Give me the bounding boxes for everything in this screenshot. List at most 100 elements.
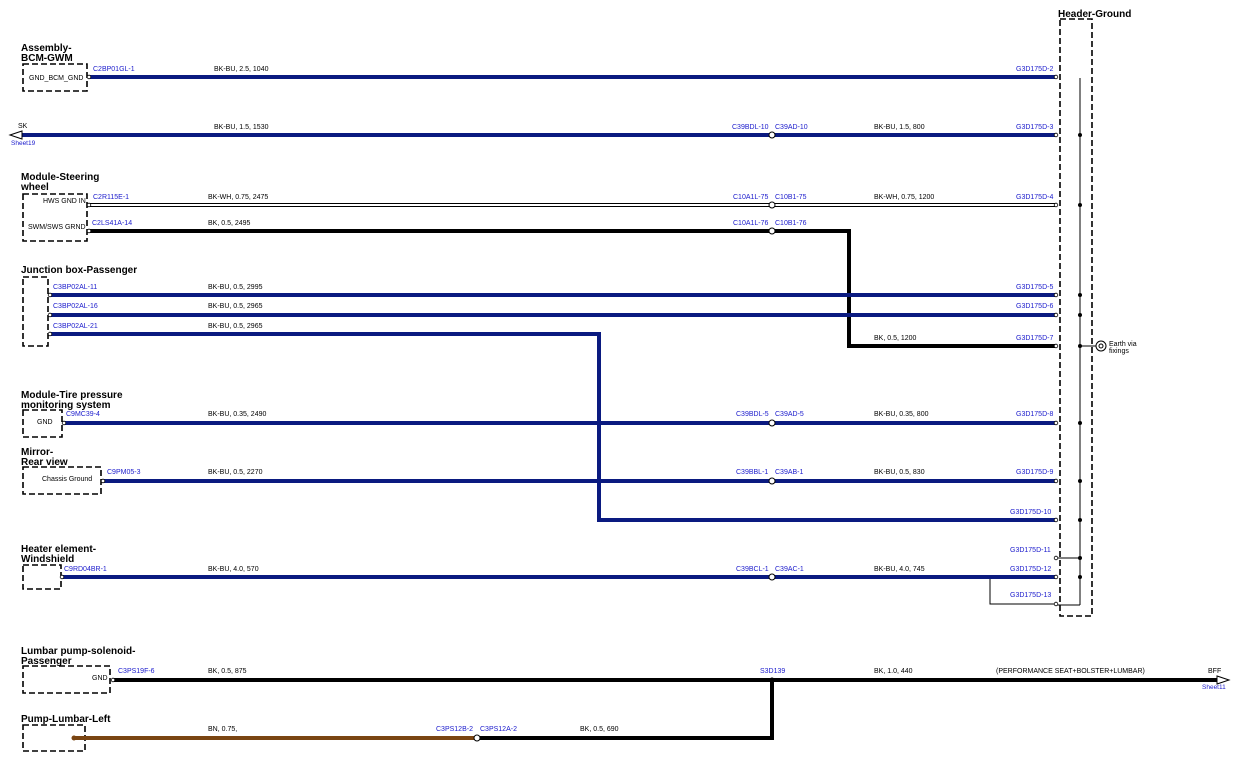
inline-pin-label: C39AB-1 xyxy=(775,469,804,476)
to-pin-label: G3D175D-13 xyxy=(1010,592,1051,599)
component-title: monitoring system xyxy=(21,400,111,411)
from-pin-label: C9MC39-4 xyxy=(66,411,100,418)
component-title: Lumbar pump-solenoid- xyxy=(21,646,135,657)
component-title: wheel xyxy=(20,182,49,193)
wire-bk xyxy=(480,680,774,740)
earth-label-2: fixings xyxy=(1109,348,1129,355)
offsheet-label: SK xyxy=(18,123,28,130)
inline-pin-label: C10A1L-76 xyxy=(733,220,769,227)
to-pin-label: G3D175D-9 xyxy=(1016,469,1053,476)
wire-spec-label: BK, 1.0, 440 xyxy=(874,668,913,675)
inline-pin-label: C39BDL-10 xyxy=(732,124,769,131)
bus-junctions xyxy=(1078,133,1082,579)
wire-note-label: (PERFORMANCE SEAT+BOLSTER+LUMBAR) xyxy=(996,668,1145,675)
splice-label: S3D139 xyxy=(760,668,785,675)
wire-spec-label: BK-WH, 0.75, 1200 xyxy=(874,194,934,201)
to-pin-label: G3D175D-6 xyxy=(1016,303,1053,310)
wire-spec-label: BK, 0.5, 690 xyxy=(580,726,619,733)
wire-spec-label: BK, 0.5, 1200 xyxy=(874,335,917,342)
wire-spec-label: BN, 0.75, xyxy=(208,726,237,733)
inline-pin-label: C10B1-75 xyxy=(775,194,807,201)
to-pin-label: G3D175D-7 xyxy=(1016,335,1053,342)
wire-bk xyxy=(775,229,1056,348)
component-title: Passenger xyxy=(21,656,72,667)
wire-spec-label: BK-BU, 0.5, 2270 xyxy=(208,469,263,476)
pin-inner-label: SWM/SWS GRND xyxy=(28,224,86,231)
to-pin-label: G3D175D-3 xyxy=(1016,124,1053,131)
wire-spec-label: BK-BU, 0.5, 2965 xyxy=(208,303,263,310)
component-title: Module-Steering xyxy=(21,172,99,183)
wire-spec-label: BK-BU, 0.5, 2995 xyxy=(208,284,263,291)
wire-spec-label: BK-BU, 4.0, 570 xyxy=(208,566,259,573)
component-title: Rear view xyxy=(21,457,68,468)
pin13-link xyxy=(989,577,1056,605)
from-pin-label: C2LS41A-14 xyxy=(92,220,132,227)
to-pin-label: G3D175D-2 xyxy=(1016,66,1053,73)
component-title: Mirror- xyxy=(21,447,53,458)
component-title: Junction box-Passenger xyxy=(21,265,137,276)
earth-label: Earth via xyxy=(1109,341,1137,348)
pin-inner-label: HWS GND IN xyxy=(43,198,86,205)
steering-wheel-box xyxy=(22,193,88,242)
inline-pin-label: C39BBL-1 xyxy=(736,469,768,476)
offsheet-sheet-link[interactable]: Sheet11 xyxy=(1202,684,1226,691)
pin-inner-label: Chassis Ground xyxy=(42,476,92,483)
wire-spec-label: BK-BU, 1.5, 800 xyxy=(874,124,925,131)
from-pin-label: C2R115E-1 xyxy=(93,194,129,201)
to-pin-label: G3D175D-5 xyxy=(1016,284,1053,291)
wire-spec-label: BK-BU, 4.0, 745 xyxy=(874,566,925,573)
wire-spec-label: BK-BU, 0.35, 2490 xyxy=(208,411,266,418)
to-pin-label: G3D175D-11 xyxy=(1010,547,1051,554)
component-title: Windshield xyxy=(21,554,74,565)
component-title: BCM-GWM xyxy=(21,53,73,64)
inline-pin-label: C10B1-76 xyxy=(775,220,807,227)
header-ground-box xyxy=(1059,18,1093,617)
inline-connectors xyxy=(473,131,776,742)
inline-pin-label: C39BCL-1 xyxy=(736,566,769,573)
wire-spec-label: BK-BU, 2.5, 1040 xyxy=(214,66,269,73)
offsheet-label: BFF xyxy=(1208,668,1221,675)
inline-pin-label: C10A1L-75 xyxy=(733,194,769,201)
inline-pin-label: C39AD-5 xyxy=(775,411,804,418)
wire-spec-label: BK, 0.5, 2495 xyxy=(208,220,251,227)
to-pin-label: G3D175D-4 xyxy=(1016,194,1053,201)
lumbar-solenoid-box xyxy=(22,665,111,694)
wire-spec-label: BK-BU, 1.5, 1530 xyxy=(214,124,269,131)
wire-bk-bu xyxy=(50,332,1056,522)
from-pin-label: C3BP02AL-16 xyxy=(53,303,98,310)
pin-end-dot xyxy=(71,735,77,741)
earth-icon xyxy=(1095,340,1107,352)
to-pin-label: G3D175D-8 xyxy=(1016,411,1053,418)
from-pin-label: C9PM05-3 xyxy=(107,469,141,476)
offsheet-sheet-link[interactable]: Sheet19 xyxy=(11,140,36,147)
wire-spec-label: BK-WH, 0.75, 2475 xyxy=(208,194,268,201)
pin-inner-label: GND xyxy=(92,675,108,682)
component-title: Assembly- xyxy=(21,43,72,54)
inline-pin-label: C3PS12A-2 xyxy=(480,726,517,733)
splice-dot xyxy=(769,677,775,683)
from-pin-label: C2BP01GL-1 xyxy=(93,66,135,73)
to-pin-label: G3D175D-12 xyxy=(1010,566,1051,573)
inline-pin-label: C39AC-1 xyxy=(775,566,804,573)
component-title: Heater element- xyxy=(21,544,96,555)
inline-pin-label: C3PS12B-2 xyxy=(436,726,473,733)
wire-spec-label: BK-BU, 0.5, 830 xyxy=(874,469,925,476)
offsheet-arrow-left xyxy=(8,130,23,140)
pin-end-dots xyxy=(47,74,1059,683)
inline-pin-label: C39AD-10 xyxy=(775,124,808,131)
heater-windshield-box xyxy=(22,564,62,590)
from-pin-label: C3BP02AL-21 xyxy=(53,323,98,330)
from-pin-label: C3PS19F-6 xyxy=(118,668,155,675)
junction-box-passenger-box xyxy=(22,276,49,347)
from-pin-label: C9RD04BR-1 xyxy=(64,566,107,573)
from-pin-label: C3BP02AL-11 xyxy=(53,284,97,291)
wire-spec-label: BK, 0.5, 875 xyxy=(208,668,247,675)
component-title: Pump-Lumbar-Left xyxy=(21,714,111,725)
pin-inner-label: GND xyxy=(37,419,53,426)
to-pin-label: G3D175D-10 xyxy=(1010,509,1051,516)
header-ground-title: Header-Ground xyxy=(1058,9,1131,20)
tpms-box xyxy=(22,409,63,438)
offsheet-arrow-right xyxy=(1216,675,1231,685)
component-title: Module-Tire pressure xyxy=(21,390,123,401)
pin-inner-label: GND_BCM_GND xyxy=(29,75,83,82)
